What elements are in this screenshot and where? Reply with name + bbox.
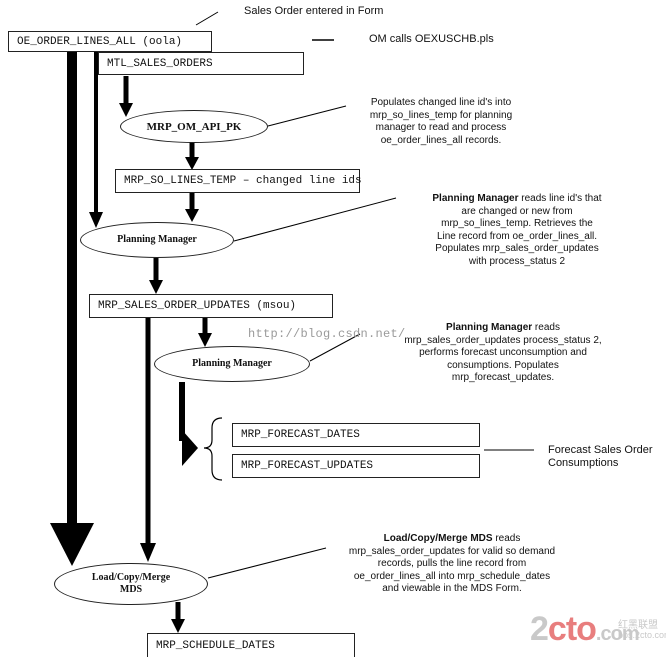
note-populates-line-1: Populates changed line id's into xyxy=(370,97,512,108)
note-populates: Populates changed line id's into mrp_so_… xyxy=(330,97,552,147)
logo-mark-a: 2 xyxy=(530,610,549,648)
note-forecast-consumptions: Forecast Sales Order Consumptions xyxy=(548,444,653,469)
note-mds-line-5: and viewable in the MDS Form. xyxy=(382,583,522,594)
note-pm2-bold: Planning Manager xyxy=(446,322,533,333)
note-pm1-bold: Planning Manager xyxy=(432,193,519,204)
box-oe-order-lines-all: OE_ORDER_LINES_ALL (oola) xyxy=(8,31,212,52)
logo-mark: 2cto.com xyxy=(530,610,640,649)
leader-pm1 xyxy=(233,197,397,242)
note-pm1-line-2: are changed or new from xyxy=(461,205,573,217)
note-mds-line-3: records, pulls the line record from xyxy=(377,558,527,569)
box-mrp-so-lines-temp: MRP_SO_LINES_TEMP – changed line ids xyxy=(115,169,362,193)
box-mtl-sales-orders: MTL_SALES_ORDERS xyxy=(98,52,304,75)
box-mrp-forecast-dates: MRP_FORECAST_DATES xyxy=(232,423,480,447)
logo-cn-text: 红黑联盟 xyxy=(618,620,658,631)
leader-sales-order xyxy=(195,11,219,26)
logo-mark-c: .com xyxy=(595,623,640,645)
leader-pm2 xyxy=(309,333,361,362)
leader-mds xyxy=(207,547,327,579)
logo-mark-b: cto xyxy=(547,610,597,648)
box-mrp-schedule-dates: MRP_SCHEDULE_DATES xyxy=(147,633,355,657)
leader-populates xyxy=(267,105,347,127)
oval-planning-manager-2: Planning Manager xyxy=(154,346,310,382)
note-pm2-line-2: mrp_sales_order_updates process_status 2… xyxy=(404,334,602,346)
note-planning-manager-2: Planning Manager reads mrp_sales_order_u… xyxy=(376,322,630,385)
note-load-copy-merge-mds: Load/Copy/Merge MDS reads mrp_sales_orde… xyxy=(320,533,584,596)
note-om-calls: OM calls OEXUSCHB.pls xyxy=(369,33,494,45)
watermark-blog-url: http://blog.csdn.net/ xyxy=(248,327,406,341)
note-pm2-first-rest: reads xyxy=(532,322,560,333)
note-populates-line-2: mrp_so_lines_temp for planning xyxy=(369,109,513,121)
note-pm1-line-4: Line record from oe_order_lines_all. xyxy=(436,230,598,242)
note-pm1-line-1: Planning Manager reads line id's that xyxy=(396,193,638,206)
arrow-oola-to-mds-head xyxy=(50,523,94,566)
note-sales-order: Sales Order entered in Form xyxy=(244,5,384,17)
note-mds-line-1: Load/Copy/Merge MDS reads xyxy=(320,533,584,546)
forecast-bracket xyxy=(203,417,223,481)
note-planning-manager-1: Planning Manager reads line id's that ar… xyxy=(396,193,638,268)
note-pm1-first-rest: reads line id's that xyxy=(518,193,602,204)
note-mds-line-4: oe_order_lines_all into mrp_schedule_dat… xyxy=(353,570,551,582)
site-logo: 2cto.com 红黑联盟 bbs.2cto.com xyxy=(530,610,666,654)
note-mds-bold: Load/Copy/Merge MDS xyxy=(383,533,493,544)
note-pm2-line-5: mrp_forecast_updates. xyxy=(451,372,555,383)
note-pm1-line-6: with process_status 2 xyxy=(468,255,566,267)
logo-url-text: bbs.2cto.com xyxy=(618,630,666,640)
note-populates-line-4: oe_order_lines_all records. xyxy=(380,134,502,146)
mds-oval-line-2: MDS xyxy=(119,584,143,595)
note-mds-line-2: mrp_sales_order_updates for valid so dem… xyxy=(348,545,556,557)
box-mrp-sales-order-updates: MRP_SALES_ORDER_UPDATES (msou) xyxy=(89,294,333,318)
oval-planning-manager-1: Planning Manager xyxy=(80,222,234,258)
note-forecast-line-2: Consumptions xyxy=(548,456,619,469)
note-pm2-line-1: Planning Manager reads xyxy=(376,322,630,335)
oval-mrp-om-api-pk: MRP_OM_API_PK xyxy=(120,110,268,143)
note-mds-first-rest: reads xyxy=(492,533,521,544)
note-pm2-line-4: consumptions. Populates xyxy=(447,359,559,371)
mds-oval-line-1: Load/Copy/Merge xyxy=(91,572,171,583)
note-pm2-line-3: performs forecast unconsumption and xyxy=(419,347,587,358)
note-populates-line-3: manager to read and process xyxy=(375,122,507,133)
note-pm1-line-3: mrp_so_lines_temp. Retrieves the xyxy=(441,218,593,229)
note-pm1-line-5: Populates mrp_sales_order_updates xyxy=(435,243,599,254)
note-forecast-line-1: Forecast Sales Order xyxy=(548,444,653,456)
oval-load-copy-merge-mds: Load/Copy/Merge MDS xyxy=(54,563,208,605)
arrow-pm2-to-forecast xyxy=(179,382,185,441)
box-mrp-forecast-updates: MRP_FORECAST_UPDATES xyxy=(232,454,480,478)
